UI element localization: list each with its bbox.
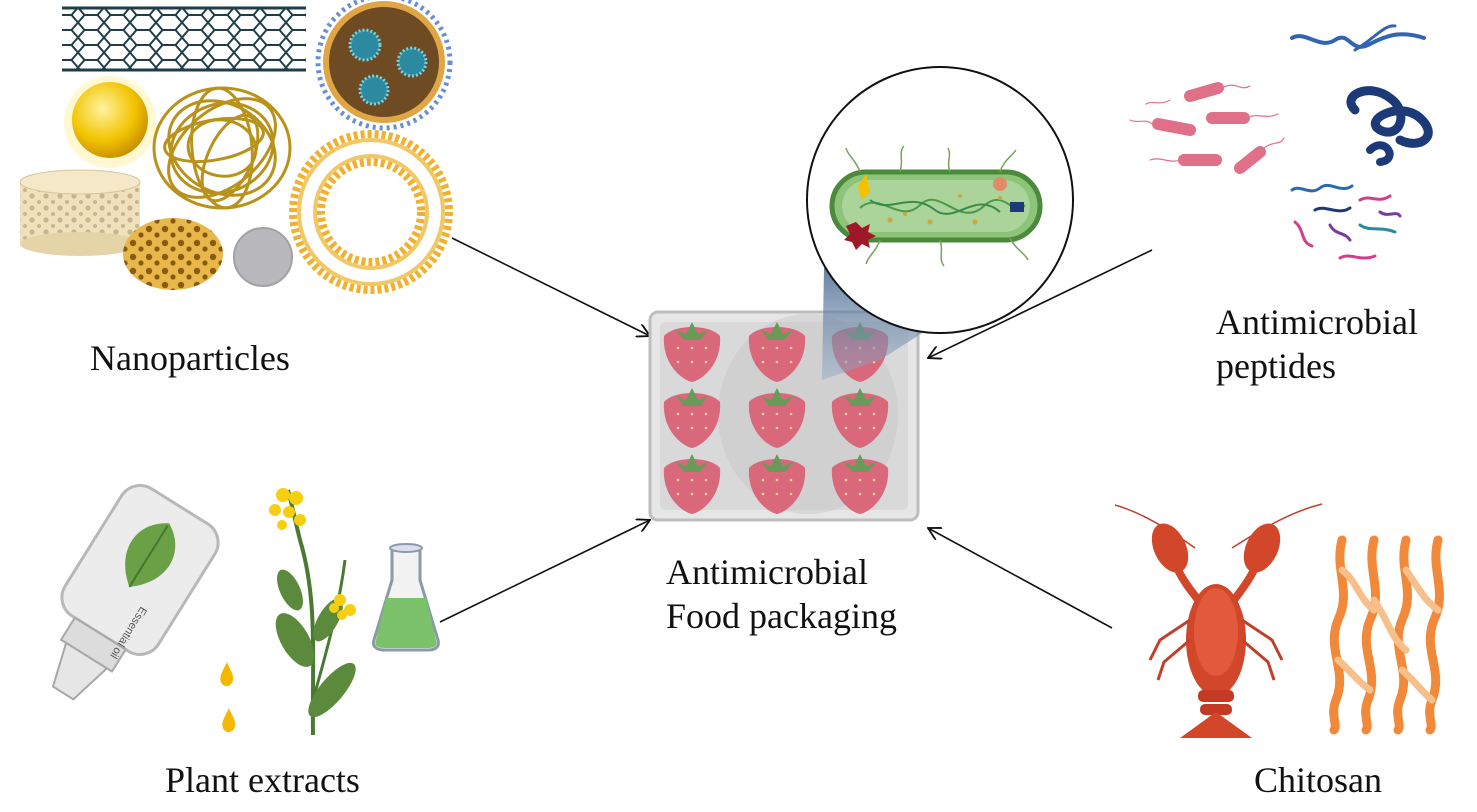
arrow-plant-extracts — [439, 520, 650, 623]
peptide-chains-icon — [1290, 24, 1433, 260]
flowering-plant-icon — [269, 488, 356, 736]
nanocapsule-icon — [315, 0, 453, 131]
gray-disc-icon — [233, 227, 293, 287]
carbon-nanotube-icon — [62, 6, 306, 72]
erlenmeyer-flask-icon — [372, 543, 440, 652]
center-label-line2: Food packaging — [666, 596, 897, 636]
strawberry-icon — [831, 388, 889, 448]
lobster-icon — [1114, 503, 1323, 738]
amp-label-line1: Antimicrobial — [1216, 302, 1418, 342]
nanofiber-ball-icon — [152, 86, 292, 210]
peptides-group — [1129, 24, 1433, 260]
amp-label-line2: peptides — [1216, 346, 1336, 386]
oil-drop-icon — [222, 708, 236, 733]
center-label: Antimicrobial Food packaging — [666, 550, 897, 638]
essential-oil-bottle-icon: Essential oil — [51, 484, 236, 733]
oil-drop-icon — [220, 662, 234, 687]
porous-scaffold-icon — [19, 169, 141, 256]
liposome-icon — [289, 130, 453, 294]
nanoparticles-group — [19, 0, 453, 294]
strawberry-icon — [663, 454, 721, 514]
arrow-peptides — [928, 249, 1153, 358]
chitosan-group — [1114, 503, 1445, 738]
plant-extracts-label: Plant extracts — [165, 760, 360, 800]
strawberry-icon — [748, 322, 806, 382]
porous-bead-icon — [123, 218, 223, 290]
chitosan-chains-icon — [1329, 535, 1445, 735]
strawberry-icon — [663, 388, 721, 448]
strawberry-icon — [663, 322, 721, 382]
antimicrobial-peptides-label: Antimicrobial peptides — [1216, 300, 1418, 388]
gold-nanosphere-icon — [64, 76, 156, 168]
arrow-nanoparticles — [451, 237, 650, 336]
toxin-icon — [844, 222, 876, 250]
chitosan-label: Chitosan — [1254, 760, 1383, 800]
bacterium-magnifier-icon — [806, 66, 1074, 380]
plant-extracts-group: Essential oil — [51, 484, 440, 736]
strawberry-icon — [831, 454, 889, 514]
nanoparticles-label: Nanoparticles — [90, 338, 290, 378]
strawberry-icon — [748, 454, 806, 514]
center-label-line1: Antimicrobial — [666, 552, 868, 592]
arrow-chitosan — [928, 528, 1113, 629]
arrows — [439, 237, 1153, 629]
strawberry-icon — [748, 388, 806, 448]
rod-bacteria-icon — [1129, 82, 1285, 174]
